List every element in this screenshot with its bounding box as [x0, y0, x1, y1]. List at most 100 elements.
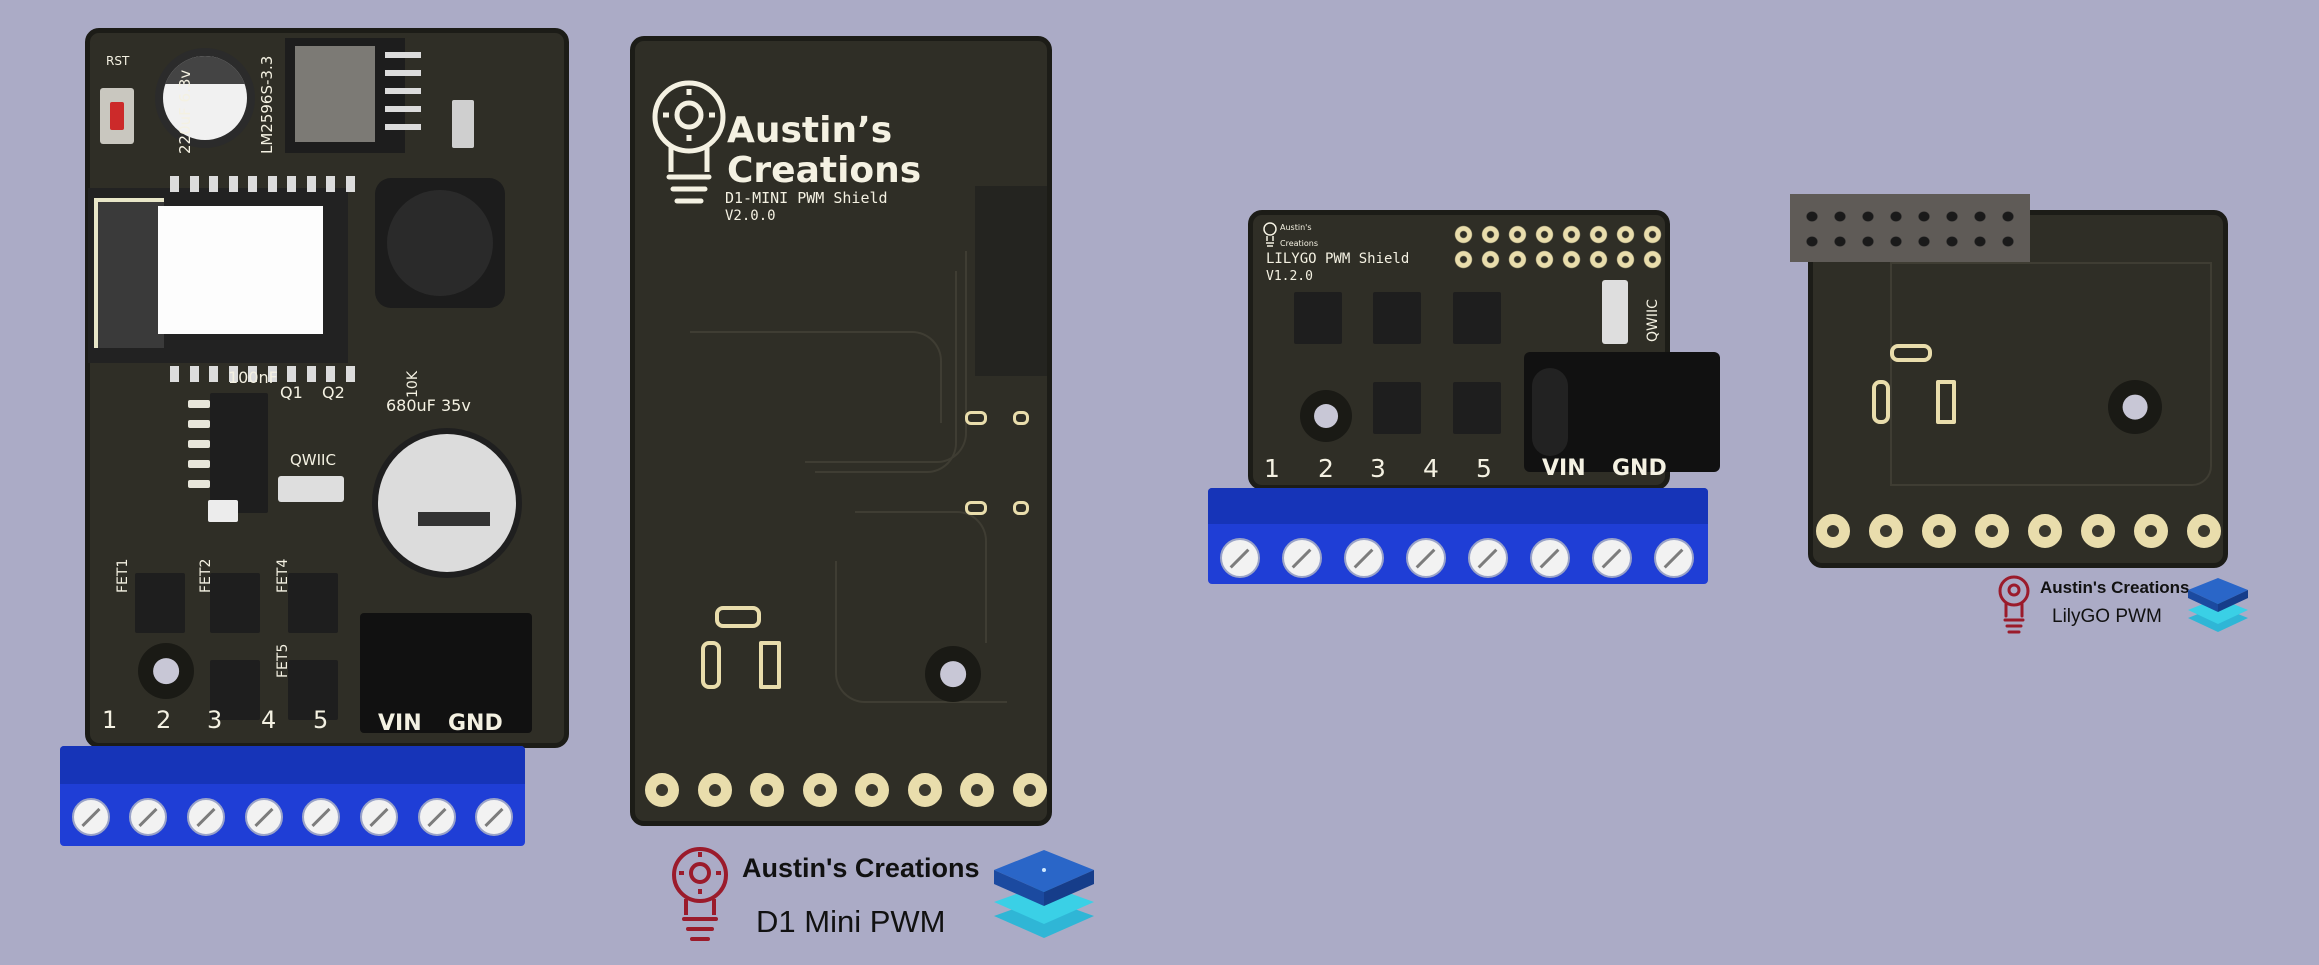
copper-pour-area [975, 186, 1047, 376]
mosfet [1453, 382, 1501, 434]
mosfet [1373, 382, 1421, 434]
terminal-pad [908, 773, 942, 807]
caption-brand: Austin's Creations [742, 853, 980, 883]
dc-barrel-jack [1524, 352, 1720, 472]
pcb-trace [855, 511, 987, 643]
qwiic-connector [1602, 280, 1628, 344]
q2-label: Q2 [322, 383, 345, 402]
channel-label: 1 [1264, 454, 1280, 483]
terminal-screw [1406, 538, 1446, 578]
rst-label: RST [106, 54, 130, 68]
terminal-screw [187, 798, 225, 836]
terminal-pad [960, 773, 994, 807]
channel-label: 3 [1370, 454, 1386, 483]
version-label: V1.2.0 [1266, 269, 1313, 284]
esp-pin-row-top [170, 176, 355, 192]
power-inductor [375, 178, 505, 308]
channel-label: 5 [313, 706, 329, 734]
caption-product: LilyGO PWM [2052, 606, 2162, 627]
caption-product: D1 Mini PWM [756, 904, 946, 939]
smd-component [188, 420, 210, 428]
reset-button [100, 88, 134, 144]
esp-wifi-module [88, 188, 348, 363]
female-pin-header [1790, 194, 2030, 262]
smd-component [188, 460, 210, 468]
channel-label: 3 [207, 706, 223, 734]
terminal-pad [2081, 514, 2115, 548]
header-pads [1450, 222, 1666, 272]
mounting-hole [1300, 390, 1352, 442]
cap-100nf-label: 100nF [228, 368, 278, 387]
cap-small-label: 220uF 6.3v [176, 69, 194, 154]
qwiic-connector [278, 476, 344, 502]
terminal-screw [418, 798, 456, 836]
stacked-layers-icon [994, 850, 1094, 938]
mosfet [135, 573, 185, 633]
lightbulb-gear-logo-icon [1998, 575, 2030, 634]
terminal-pad [855, 773, 889, 807]
r10k-label: 10K [405, 371, 421, 398]
terminal-screw [360, 798, 398, 836]
channel-label: 4 [1423, 454, 1439, 483]
terminal-pad [1013, 773, 1047, 807]
channel-label: 5 [1476, 454, 1492, 483]
terminal-screw [1592, 538, 1632, 578]
terminal-screw [1654, 538, 1694, 578]
qwiic-label: QWIIC [290, 451, 336, 469]
terminal-pad [2187, 514, 2221, 548]
vin-label: VIN [378, 711, 422, 736]
terminal-pad [1975, 514, 2009, 548]
via-pair [965, 501, 987, 515]
channel-label: 4 [261, 706, 277, 734]
terminal-screw [1468, 538, 1508, 578]
lightbulb-gear-logo-icon [1263, 222, 1277, 247]
smd-component [188, 440, 210, 448]
driver-ic [210, 393, 268, 513]
solder-slot [701, 641, 721, 689]
brand-title-line1: Austin's [1280, 223, 1312, 232]
channel-label: 2 [1318, 454, 1334, 483]
mosfet [210, 573, 260, 633]
mosfet [1453, 292, 1501, 344]
mosfet [288, 573, 338, 633]
solder-slot [1872, 380, 1890, 424]
brand-title-line2: Creations [727, 150, 922, 191]
terminal-pad [1869, 514, 1903, 548]
mosfet [210, 660, 260, 720]
terminal-screw [1530, 538, 1570, 578]
terminal-pad [2134, 514, 2168, 548]
terminal-pad [750, 773, 784, 807]
channel-label: 2 [156, 706, 172, 734]
terminal-pad [1922, 514, 1956, 548]
terminal-pad [1816, 514, 1850, 548]
brand-title-line1: Austin’s [727, 110, 893, 151]
mounting-hole [2108, 380, 2162, 434]
solder-slot [1936, 380, 1956, 424]
mosfet [1294, 292, 1342, 344]
mounting-hole [925, 646, 981, 702]
caption-brand: Austin's Creations [2040, 578, 2190, 597]
fet1-label: FET1 [115, 558, 131, 593]
product-name: D1-MINI PWM Shield [725, 189, 888, 207]
large-capacitor [372, 428, 522, 578]
mosfet [288, 660, 338, 720]
regulator-label: LM2596S-3.3 [258, 55, 276, 154]
smd-component [188, 400, 210, 408]
product-name: LILYGO PWM Shield [1266, 251, 1410, 267]
stacked-layers-icon [2188, 578, 2248, 632]
gnd-label: GND [448, 711, 503, 736]
terminal-pad [803, 773, 837, 807]
board-outline-inner [1890, 262, 2212, 486]
terminal-pad [698, 773, 732, 807]
lilygo-pwm-board-back [1790, 192, 2230, 572]
smd-component [188, 480, 210, 488]
terminal-screw [245, 798, 283, 836]
terminal-pad [645, 773, 679, 807]
via-pair [965, 411, 987, 425]
d1-mini-pwm-board-front: RST 220uF 6.3v LM2596S-3.3 100nF Q1 Q2 1… [60, 28, 569, 848]
voltage-regulator [285, 38, 421, 153]
qwiic-label: QWIIC [1645, 299, 1661, 342]
d1-mini-pwm-board-back: Austin’s Creations D1-MINI PWM Shield V2… [630, 36, 1052, 826]
lilygo-pwm-board-front: Austin's Creations LILYGO PWM Shield V1.… [1208, 210, 1728, 585]
mosfet [1373, 292, 1421, 344]
